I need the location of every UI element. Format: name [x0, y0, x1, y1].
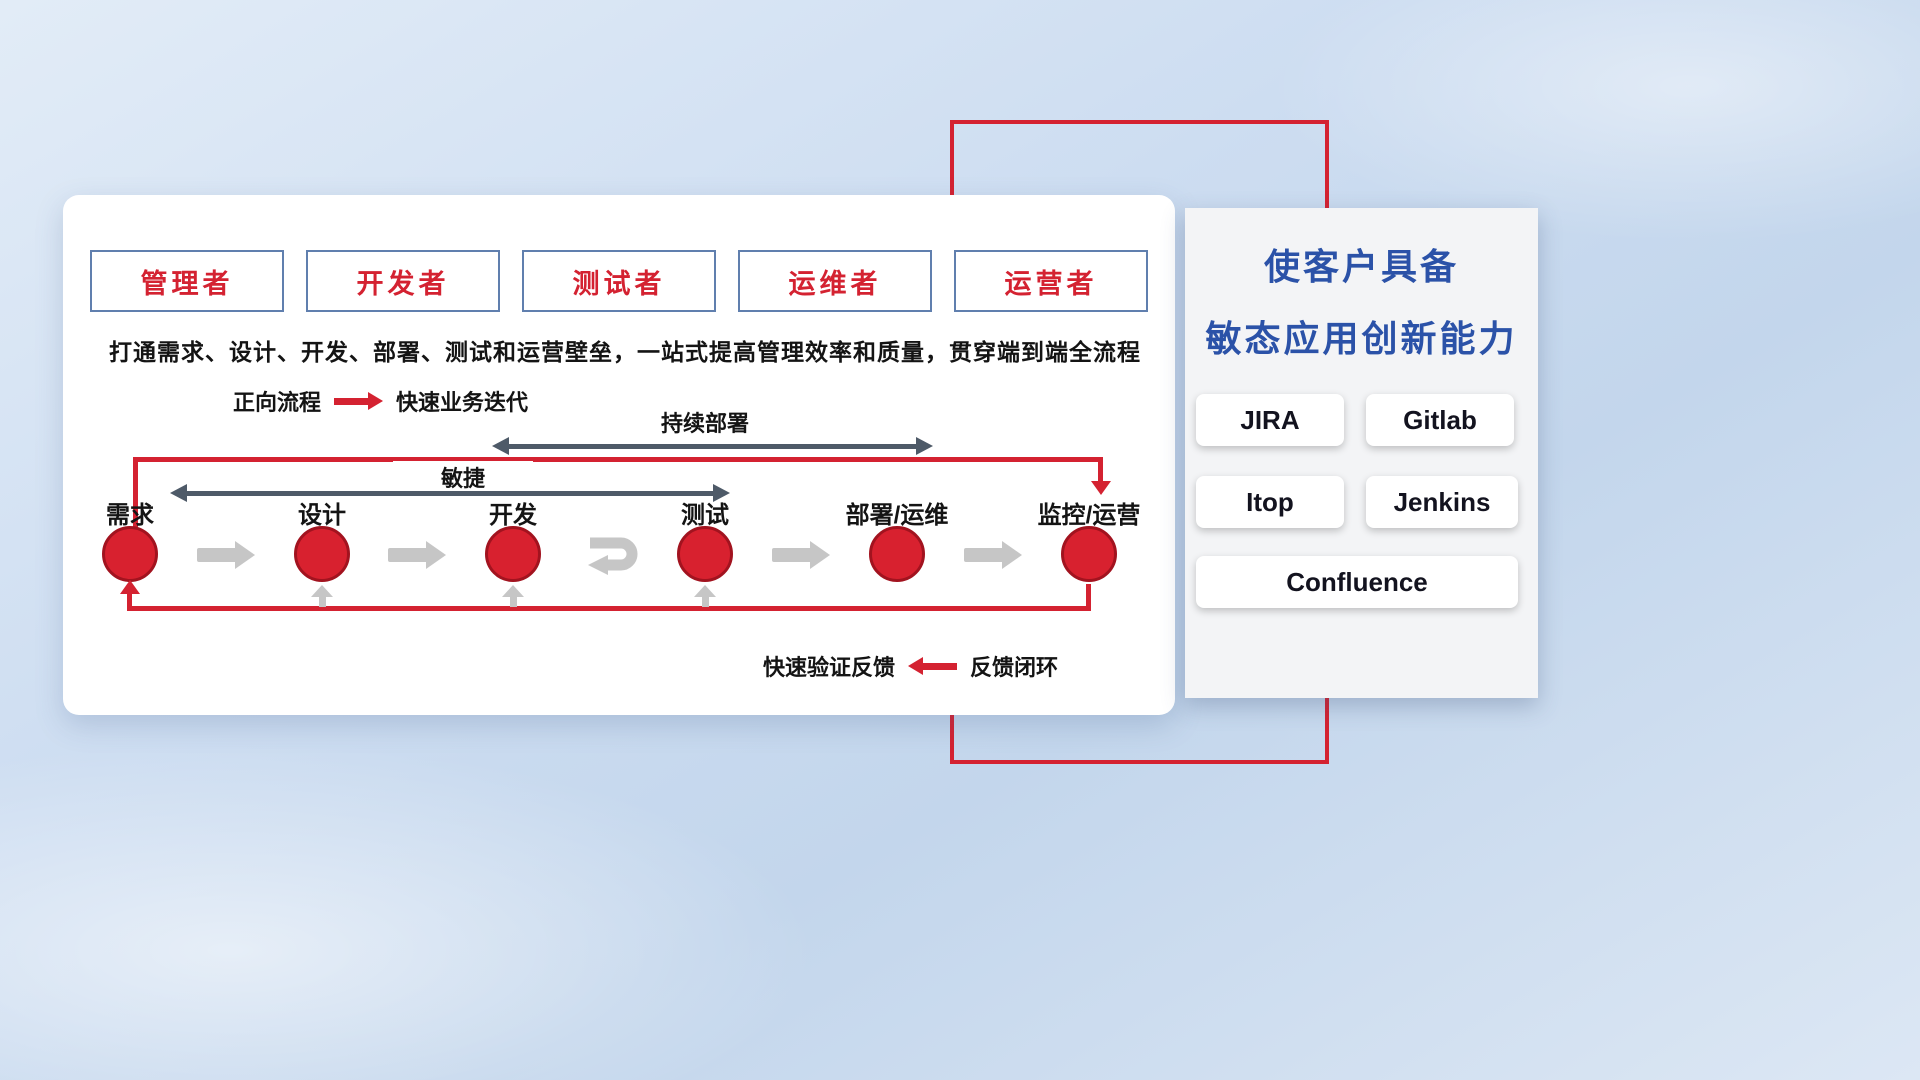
role-label: 开发者 — [356, 268, 450, 299]
agile-arrow — [170, 484, 730, 502]
legend-feedback: 快速验证反馈 反馈闭环 — [763, 650, 1058, 682]
role-box-ops: 运维者 — [738, 250, 932, 312]
step-arrow-icon — [197, 541, 255, 569]
forward-flow-line-right — [1098, 457, 1103, 481]
forward-legend-desc: 快速业务迭代 — [396, 390, 529, 415]
agile-label: 敏捷 — [393, 461, 533, 493]
feedback-in-arrow-icon — [311, 585, 333, 609]
feedback-in-arrow-icon — [694, 585, 716, 609]
flow-node-requirements — [102, 526, 158, 582]
capability-panel: 使客户具备 敏态应用创新能力 JIRA Gitlab Itop Jenkins … — [1185, 208, 1538, 698]
feedback-loop-line-right — [1086, 584, 1091, 611]
node-label-design: 设计 — [298, 502, 346, 529]
node-label-requirements: 需求 — [106, 502, 154, 529]
forward-legend-label: 正向流程 — [233, 390, 322, 415]
forward-flow-arrowhead — [1091, 481, 1111, 495]
tool-button-jenkins: Jenkins — [1366, 476, 1518, 528]
node-label-deploy-ops: 部署/运维 — [845, 502, 949, 529]
role-label: 运维者 — [788, 268, 882, 299]
capability-title-line2: 敏态应用创新能力 — [1205, 318, 1518, 359]
flow-node-deploy-ops — [869, 526, 925, 582]
role-box-tester: 测试者 — [522, 250, 716, 312]
feedback-loop-arrowhead — [120, 580, 140, 594]
continuous-deploy-label: 持续部署 — [660, 411, 749, 436]
feedback-legend-label: 快速验证反馈 — [763, 655, 896, 680]
flow-node-design — [294, 526, 350, 582]
feedback-legend-desc: 反馈闭环 — [970, 655, 1059, 680]
process-subtitle: 打通需求、设计、开发、部署、测试和运营壁垒，一站式提高管理效率和质量，贯穿端到端… — [109, 339, 1141, 365]
capability-title-line1: 使客户具备 — [1263, 246, 1459, 287]
process-panel: 管理者 开发者 测试者 运维者 运营者 打通需求、设计、开发、部署、测试和运营壁… — [63, 195, 1175, 715]
flow-node-monitor-operate — [1061, 526, 1117, 582]
red-left-arrow-icon — [908, 657, 958, 675]
role-row: 管理者 开发者 测试者 运维者 运营者 — [90, 250, 1148, 312]
feedback-in-arrow-icon — [502, 585, 524, 609]
forward-flow-line-left — [133, 457, 138, 527]
step-arrow-icon — [964, 541, 1022, 569]
feedback-loop-line-bottom — [127, 606, 1091, 611]
continuous-deploy-arrow — [492, 437, 933, 455]
role-box-developer: 开发者 — [306, 250, 500, 312]
legend-forward: 正向流程 快速业务迭代 — [233, 385, 528, 417]
role-box-operator: 运营者 — [954, 250, 1148, 312]
node-label-test: 测试 — [681, 502, 729, 529]
tool-button-itop: Itop — [1196, 476, 1344, 528]
node-label-develop: 开发 — [489, 502, 537, 529]
iteration-loop-icon — [574, 533, 644, 584]
role-box-manager: 管理者 — [90, 250, 284, 312]
tool-button-gitlab: Gitlab — [1366, 394, 1514, 446]
red-right-arrow-icon — [334, 392, 384, 410]
step-arrow-icon — [388, 541, 446, 569]
role-label: 测试者 — [572, 268, 666, 299]
forward-flow-line-top — [133, 457, 1103, 462]
feedback-loop-line-left — [127, 593, 132, 611]
flow-node-develop — [485, 526, 541, 582]
flow-node-test — [677, 526, 733, 582]
tool-button-confluence: Confluence — [1196, 556, 1518, 608]
node-label-monitor-operate: 监控/运营 — [1037, 502, 1141, 529]
tool-button-jira: JIRA — [1196, 394, 1344, 446]
step-arrow-icon — [772, 541, 830, 569]
role-label: 管理者 — [140, 268, 234, 299]
role-label: 运营者 — [1004, 268, 1098, 299]
